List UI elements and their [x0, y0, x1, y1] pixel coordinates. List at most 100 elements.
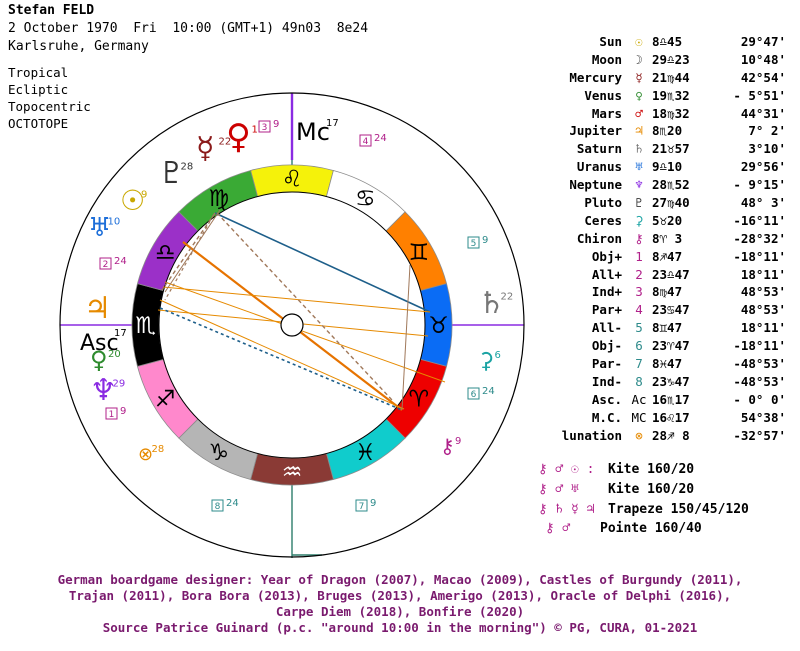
neptune-glyph: ♆: [90, 373, 117, 408]
lot-box: [355, 499, 368, 512]
planet-symbol-icon: 3: [635, 284, 643, 300]
planet-position: 8♈ 3: [652, 230, 683, 246]
planet-symbol-icon: ☿: [635, 69, 643, 85]
sign-glyph: ♏: [135, 313, 156, 339]
planet-declination: -48°53': [733, 356, 786, 372]
lot-degree: 9: [120, 406, 126, 417]
planet-symbol-icon: MC: [631, 409, 647, 425]
asc-degree: 17: [114, 328, 127, 339]
wheel-labels: Mc17Asc17♀19☿22♇28☉9♅10♃♀20♆29♄22⚳6⚷9⊗28…: [80, 117, 513, 512]
planet-position: 9♎10: [652, 159, 683, 175]
lot-number: 6: [471, 390, 477, 400]
planet-name: Obj+: [591, 248, 622, 264]
sun-glyph: ☉: [120, 184, 145, 217]
lot-box: [211, 499, 224, 512]
chiron-glyph: ⚷: [440, 434, 455, 458]
planet-symbol-icon: 6: [635, 338, 643, 354]
planet-position: 16♏17: [652, 391, 690, 407]
planet-declination: 48°53': [740, 284, 786, 300]
setting-coordinates: Ecliptic: [8, 82, 69, 97]
planet-position: 21♍44: [652, 69, 690, 85]
planet-declination: 7° 2': [748, 123, 786, 139]
lot-number: 4: [363, 137, 369, 147]
planet-position: 23♋47: [652, 302, 690, 318]
aspect-line: [159, 307, 403, 411]
planet-declination: 29°47': [740, 34, 786, 49]
planet-position: 8♏20: [652, 123, 683, 139]
pluto-degree: 28: [181, 162, 194, 173]
planet-declination: 18°11': [740, 320, 786, 336]
lot-degree: 24: [482, 386, 495, 397]
planet-position: 23♎47: [652, 266, 690, 282]
aspect-line: [164, 281, 446, 383]
planet-row: Venus♀19♏32- 5°51': [540, 88, 790, 106]
saturn-glyph: ♄: [478, 286, 505, 321]
planet-declination: 54°38': [740, 409, 786, 425]
aspect-line: [162, 286, 431, 313]
planet-name: Neptune: [569, 177, 622, 193]
planet-name: Uranus: [576, 159, 622, 175]
birth-place: Karlsruhe, Germany: [8, 39, 149, 54]
aspect-line: [164, 215, 214, 301]
setting-topocentric: Topocentric: [8, 99, 91, 114]
planet-name: Par-: [591, 356, 622, 372]
planet-declination: 18°11': [740, 266, 786, 282]
mercury-degree: 22: [219, 137, 232, 148]
mars-degree: 19: [252, 125, 265, 136]
planet-position: 29♎23: [652, 51, 690, 67]
planet-declination: - 0° 0': [733, 391, 786, 407]
planet-name: All-: [591, 320, 622, 336]
planet-name: Par+: [591, 302, 622, 318]
aspect-line: [164, 209, 221, 293]
sign-glyph: ♊: [409, 240, 430, 266]
saturn-degree: 22: [501, 292, 514, 303]
planet-name: Jupiter: [569, 123, 622, 139]
planet-symbol-icon: ♅: [635, 159, 643, 175]
lot-box: [105, 407, 118, 420]
sign-glyph: ♒: [282, 460, 303, 486]
aspect-line: [159, 299, 405, 410]
planet-position: 8♓47: [652, 356, 683, 372]
planet-symbol-icon: ☉: [635, 34, 643, 49]
aspect-line: [216, 212, 393, 401]
planet-symbol-icon: 5: [635, 320, 643, 336]
sun-degree: 9: [141, 189, 147, 200]
sign-glyph: ♐: [155, 386, 176, 412]
planet-declination: -18°11': [733, 338, 786, 354]
planet-position: 28♐ 8: [652, 427, 690, 443]
setting-zodiac: Tropical: [8, 65, 69, 80]
planet-name: M.C.: [591, 409, 622, 425]
sign-glyph: ♑: [208, 440, 229, 466]
planet-symbol-icon: 4: [635, 302, 643, 318]
planet-declination: 3°10': [748, 141, 786, 157]
planet-position: 8♎45: [652, 34, 683, 49]
planet-position: 19♏32: [652, 87, 690, 103]
sign-glyph: ♋: [355, 186, 376, 212]
aspect-line: [401, 264, 411, 411]
aspect-line: [161, 212, 216, 291]
planet-row: Ceres⚳5♉20-16°11': [540, 213, 790, 231]
planet-name: Moon: [591, 51, 622, 67]
planet-symbol-icon: ♄: [635, 141, 643, 157]
lot-box: [467, 387, 480, 400]
sign-glyph: ♈: [409, 386, 430, 412]
outer-circle: [59, 92, 525, 558]
jupiter-glyph: ♃: [84, 291, 111, 326]
lot-box: [258, 120, 271, 133]
lunation-degree: 28: [152, 444, 165, 455]
mc-degree: 17: [326, 118, 339, 129]
planet-symbol-icon: ♂: [635, 105, 643, 121]
planet-declination: 48° 3': [740, 195, 786, 211]
planet-name: Mars: [591, 105, 622, 121]
planet-name: Chiron: [576, 230, 622, 246]
planet-symbol-icon: 1: [635, 248, 643, 264]
planet-symbol-icon: 7: [635, 356, 643, 372]
